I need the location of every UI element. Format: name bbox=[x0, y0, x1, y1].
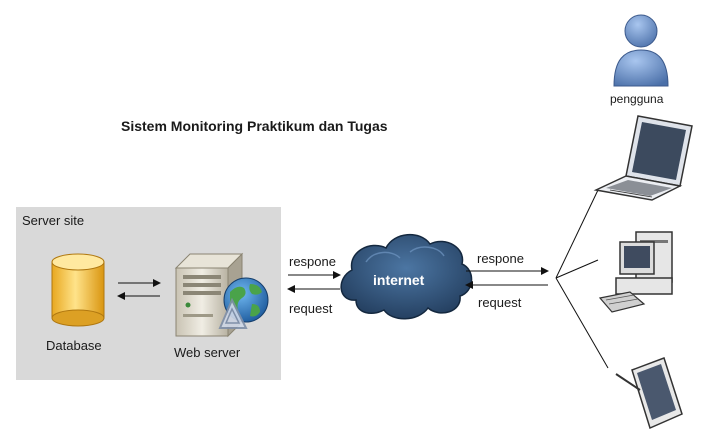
right-exchange-arrows bbox=[465, 267, 549, 289]
internet-cloud-icon bbox=[340, 234, 473, 320]
laptop-icon bbox=[593, 115, 693, 201]
db-server-arrows bbox=[117, 279, 161, 300]
right-response-label: respone bbox=[477, 251, 524, 266]
database-label: Database bbox=[46, 338, 102, 353]
client-fanout-lines bbox=[555, 189, 609, 369]
web-server-label: Web server bbox=[174, 345, 241, 360]
internet-label: internet bbox=[373, 272, 425, 288]
desktop-computer-icon bbox=[598, 231, 673, 313]
left-exchange-arrows bbox=[287, 271, 341, 293]
tablet-icon bbox=[615, 357, 683, 430]
left-request-label: request bbox=[289, 301, 333, 316]
user-icon bbox=[613, 14, 669, 87]
database-icon bbox=[51, 253, 105, 327]
left-response-label: respone bbox=[289, 254, 336, 269]
right-request-label: request bbox=[478, 295, 522, 310]
server-site-label: Server site bbox=[22, 213, 85, 228]
user-label: pengguna bbox=[610, 92, 664, 106]
web-server-icon bbox=[174, 252, 269, 338]
diagram-title: Sistem Monitoring Praktikum dan Tugas bbox=[121, 118, 388, 134]
